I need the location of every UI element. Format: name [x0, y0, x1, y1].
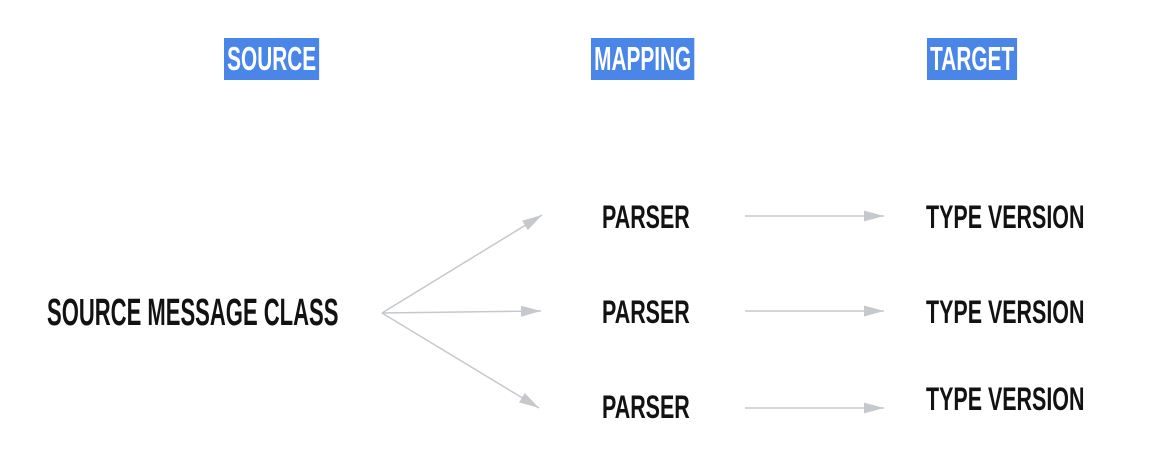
column-header-mapping: MAPPING: [591, 38, 695, 80]
type-version-node-1: TYPE VERSION: [926, 199, 1085, 235]
column-header-target: TARGET: [927, 38, 1018, 80]
type-version-node-3: TYPE VERSION: [926, 381, 1085, 417]
fan-arrow-bottom-icon: [381, 312, 540, 409]
parser-node-2: PARSER: [602, 294, 690, 330]
type-version-node-2: TYPE VERSION: [926, 294, 1085, 330]
parser-node-1: PARSER: [602, 199, 690, 235]
column-header-source: SOURCE: [224, 38, 320, 80]
fan-arrow-middle-icon: [381, 305, 542, 317]
parser-node-3: PARSER: [602, 389, 690, 425]
source-message-class-node: SOURCE MESSAGE CLASS: [47, 292, 339, 334]
fan-arrow-top-icon: [381, 214, 543, 314]
